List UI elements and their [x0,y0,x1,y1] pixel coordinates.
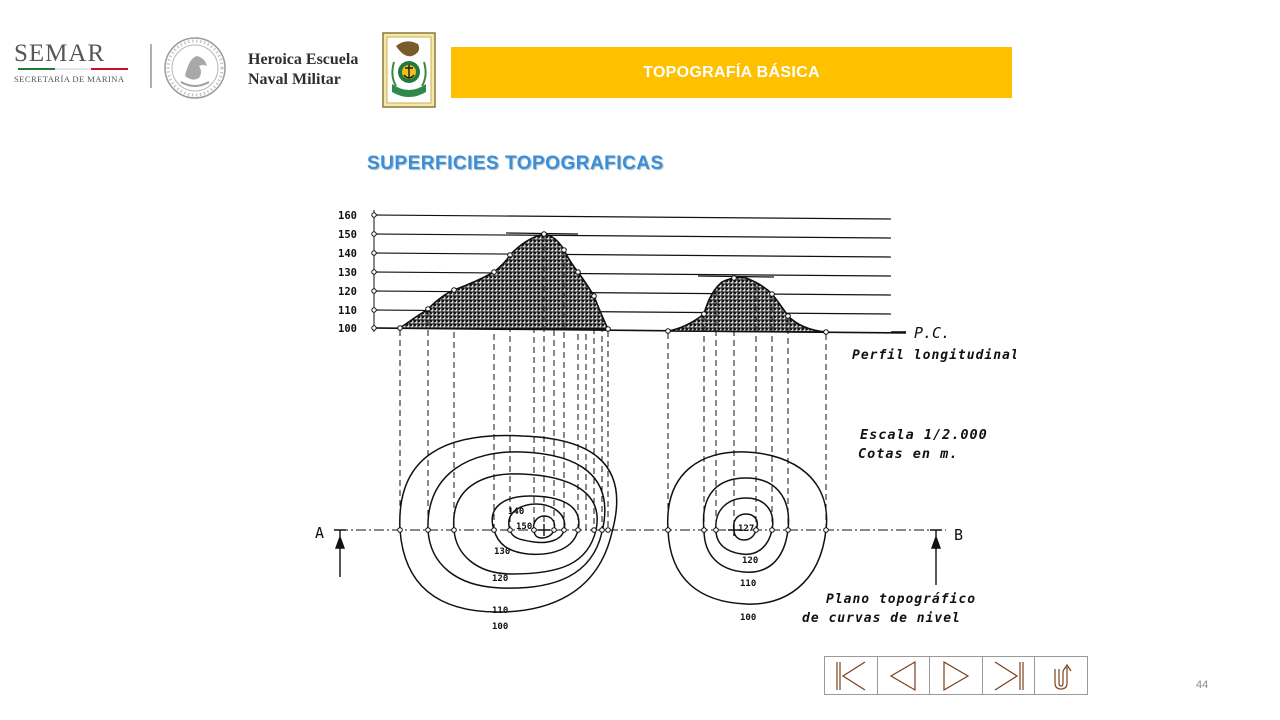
profile-hill-2 [667,276,827,333]
profile-points [397,231,829,335]
section-points [397,527,829,533]
elevation-label-120: 120 [338,286,357,298]
header-divider [150,44,152,88]
school-name-line2: Naval Militar [248,71,341,88]
last-slide-button[interactable] [983,657,1036,694]
semar-logo-subtitle: SECRETARÍA DE MARINA [14,74,125,84]
contour-label-100: 100 [492,622,508,632]
elevation-label-100: 100 [338,323,357,335]
semar-logo: SEMAR SECRETARÍA DE MARINA [14,40,136,96]
contour-label-130: 130 [494,547,510,557]
school-name: Heroica Escuela Naval Militar [248,50,358,90]
contour-label-120: 120 [492,574,508,584]
first-slide-button[interactable] [825,657,878,694]
units-label: Cotas en m. [858,446,958,462]
contour-label-110: 110 [492,606,508,616]
next-slide-button[interactable] [930,657,983,694]
return-icon [1054,663,1072,690]
return-button[interactable] [1035,657,1087,694]
pc-label: P.C. [914,324,950,342]
contour-labels: 140 150 130 120 110 100 127 120 110 100 [492,507,758,632]
previous-slide-button[interactable] [878,657,931,694]
projection-lines [399,236,827,530]
naval-crest-icon [382,32,436,108]
elevation-label-140: 140 [338,248,357,260]
plan-label-line1: Plano topográfico [826,592,976,607]
contour-label-127: 127 [738,524,754,534]
contour-label-140: 140 [508,507,524,517]
topographic-diagram: 160 150 140 130 120 110 100 [315,210,1016,632]
school-name-line1: Heroica Escuela [248,51,359,68]
page-number: 44 [1196,679,1209,691]
section-label-b: B [954,526,963,544]
profile-label: Perfil longitudinal [852,348,1016,363]
contour-label-120-b: 120 [742,556,758,566]
slide-subtitle: SUPERFICIES TOPOGRAFICAS [367,153,664,174]
elevation-label-150: 150 [338,229,357,241]
first-slide-icon [836,660,866,691]
last-slide-icon [994,660,1024,691]
elevation-label-110: 110 [338,305,357,317]
banner-title: TOPOGRAFÍA BÁSICA [643,63,820,81]
summit-marker-2 [728,524,740,536]
previous-slide-icon [890,660,916,691]
next-slide-icon [943,660,970,691]
contours-hill-1 [399,434,618,613]
section-arrow-a [334,529,346,577]
contour-label-100-b: 100 [740,613,756,623]
section-label-a: A [315,524,324,542]
scale-label: Escala 1/2.000 [860,427,988,443]
axis-ticks [371,212,377,331]
elevation-labels: 160 150 140 130 120 110 100 [338,210,357,335]
contour-label-150: 150 [516,522,532,532]
semar-logo-name: SEMAR [14,40,106,67]
plan-label-line2: de curvas de nivel [802,611,961,626]
national-seal-icon [164,37,226,99]
flag-stripe [18,68,129,70]
contour-label-110-b: 110 [740,579,756,589]
slide-navigation [824,656,1088,695]
elevation-label-160: 160 [338,210,357,222]
summit-marker-1 [538,524,550,536]
elevation-label-130: 130 [338,267,357,279]
section-arrow-b [930,529,942,585]
profile-hill-1 [397,233,610,330]
title-banner: TOPOGRAFÍA BÁSICA [451,47,1012,98]
